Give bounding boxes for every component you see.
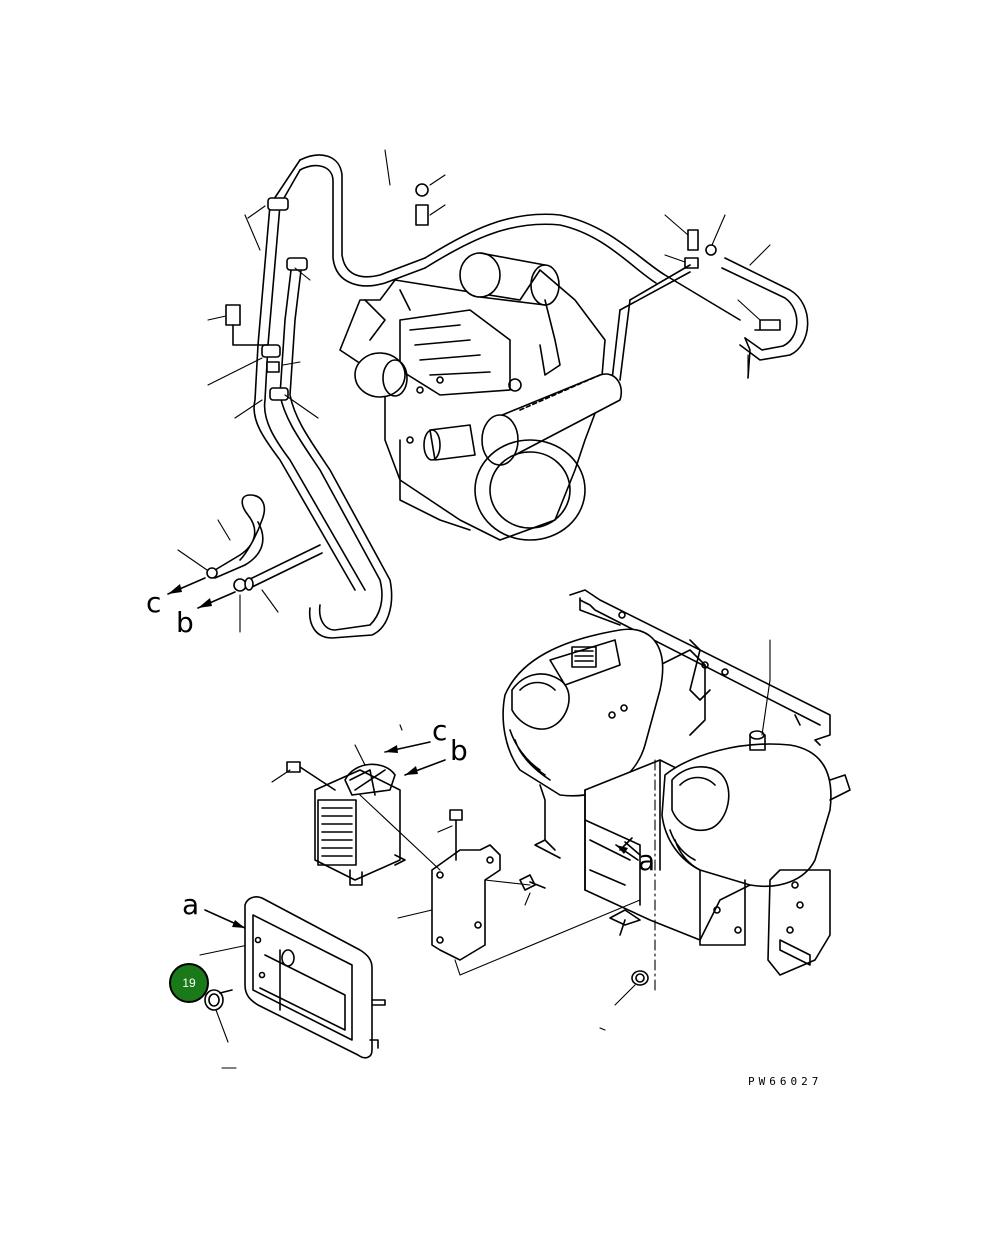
label-c-left: c [146,586,161,619]
label-c-right: c [432,714,447,747]
cooler-assembly [286,761,649,986]
label-b-right: b [450,734,468,767]
callout-badge-circle [169,963,209,1003]
label-a-right: a [638,844,655,877]
pipe-fittings-left [206,494,323,592]
grille-cover [204,896,386,1069]
leader-lines-center [199,724,636,1031]
upper-hoses [253,154,809,639]
arrows-center [204,741,639,929]
engine-assembly [339,252,622,541]
label-a-left: a [182,888,199,921]
callout-badge-19[interactable]: 19 [169,963,209,1003]
label-b-left: b [176,606,194,639]
arrows-left [167,577,236,609]
leader-lines-upper [177,149,771,633]
drawing-code: PW66027 [748,1075,822,1088]
callout-badge-number: 19 [182,976,196,990]
frame-and-tanks [502,589,851,991]
upper-fittings [225,183,781,379]
